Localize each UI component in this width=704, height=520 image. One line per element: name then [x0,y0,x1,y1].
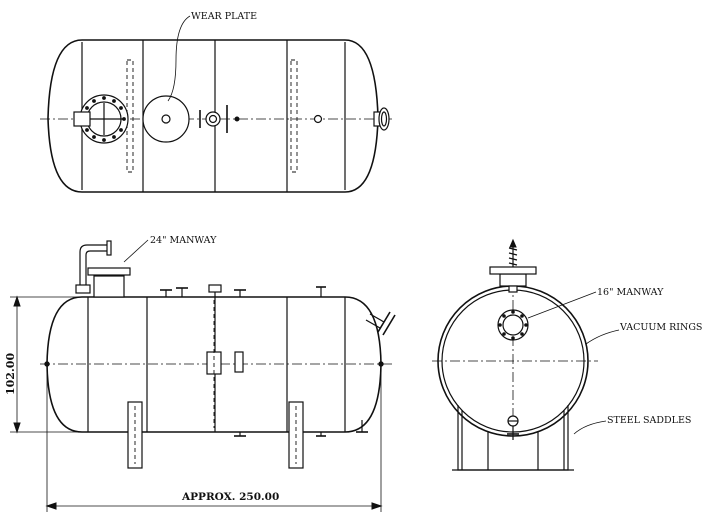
side-saddle-left [127,401,143,469]
end-view: 16" MANWAY VACUUM RINGS STEEL SADDLES [432,238,702,471]
side-angled-nozzle [365,311,396,336]
leader-manway-16 [527,291,597,319]
top-fitting-1-bore [208,114,218,124]
top-fitting-1 [205,111,221,127]
side-head-dot-right [378,361,384,367]
label-manway-16: 16" MANWAY [597,287,664,298]
top-saddle-left [126,59,134,173]
side-top-nozzles [160,284,326,297]
side-manway [75,240,131,298]
top-fitting-2 [234,116,240,122]
end-bottom-drain [507,415,519,440]
side-head-dot-left [44,361,50,367]
label-length-dim: APPROX. 250.00 [181,491,279,503]
top-view-shell [47,39,379,193]
label-wear-plate: WEAR PLATE [191,11,257,22]
leader-vacuum-rings [585,329,620,345]
top-saddle-right [290,59,298,173]
wear-plate-circle [142,95,190,143]
side-view: 102.00 APPROX. 250.00 24" MANWAY [4,235,396,512]
label-manway-24: 24" MANWAY [150,235,217,246]
leader-wear-plate [167,15,191,102]
end-manway-16 [497,309,529,341]
length-dimension [45,366,383,512]
top-view: WEAR PLATE [40,11,392,193]
label-steel-saddles: STEEL SADDLES [607,415,691,426]
leader-steel-saddles [573,420,607,435]
label-vacuum-rings: VACUUM RINGS [619,322,702,333]
side-saddle-right [288,401,304,469]
side-center-fitting-2 [234,351,244,373]
top-manway-flange [73,94,129,144]
top-fitting-3 [313,114,323,124]
end-saddle [452,405,574,471]
leader-manway-24 [123,239,149,263]
height-dimension [10,295,82,434]
top-end-nozzle [373,107,390,131]
label-height-dim: 102.00 [4,353,17,395]
end-top-manway [489,238,537,293]
side-bottom-nozzles [234,420,368,437]
wear-plate-nozzle [161,114,171,124]
